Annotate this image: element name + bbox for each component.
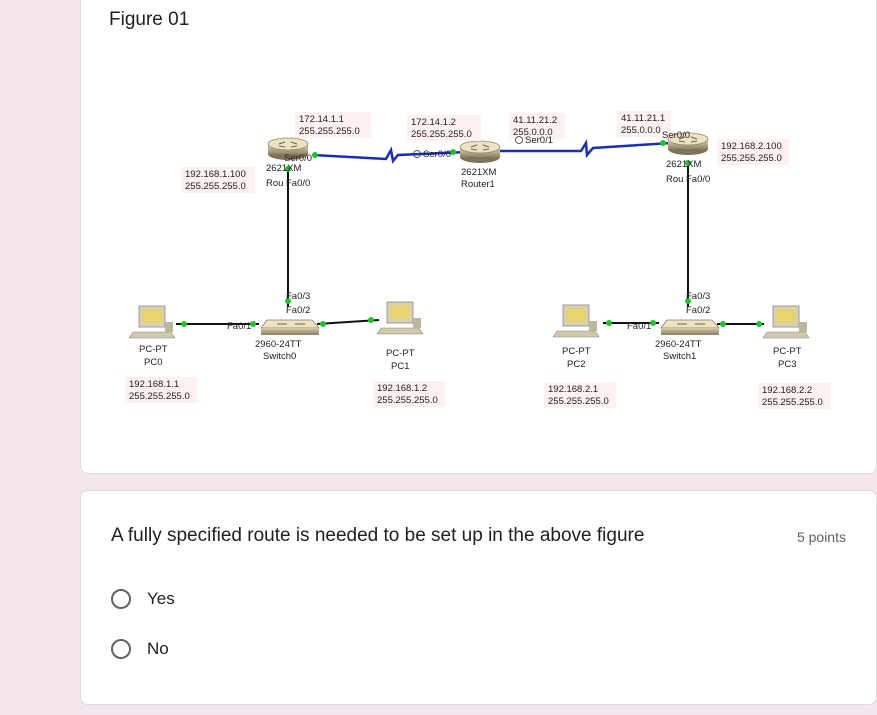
question-text: A fully specified route is needed to be … [111, 525, 645, 546]
mask-label: 255.255.255.0 [721, 153, 782, 164]
figure-title: Figure 01 [109, 9, 190, 30]
port-label: Fa0/1 [627, 321, 651, 332]
router1-icon[interactable] [459, 140, 501, 163]
pc0-name: PC0 [144, 357, 162, 368]
port-label: Fa0/3 [286, 291, 310, 302]
pc2-icon[interactable] [552, 304, 600, 338]
pc0-icon[interactable] [128, 305, 176, 339]
pc2-name: PC2 [567, 359, 585, 370]
port-label: Ser0/0 [423, 149, 451, 160]
pc0-mask: 255.255.255.0 [129, 391, 190, 402]
switch0-name: Switch0 [263, 351, 296, 362]
router2-name: Rou [666, 174, 683, 185]
option-no[interactable]: No [111, 639, 169, 659]
serial-link-r1-r2 [493, 139, 672, 159]
pc3-ip: 192.168.2.2 [762, 385, 812, 396]
router1-model: 2621XM [461, 167, 496, 178]
port-label: Fa0/2 [686, 305, 710, 316]
switch0-model: 2960-24TT [255, 339, 302, 350]
pc0-ip: 192.168.1.1 [129, 379, 179, 390]
mask-label: 255.0.0.0 [513, 127, 553, 138]
port-label: Fa0/1 [227, 321, 251, 332]
option-yes[interactable]: Yes [111, 589, 175, 609]
pc1-icon[interactable] [376, 301, 424, 335]
router2-icon[interactable] [667, 132, 709, 155]
port-label: Fa0/0 [286, 178, 310, 189]
router0-model: 2621XM [266, 163, 301, 174]
pc3-mask: 255.255.255.0 [762, 397, 823, 408]
ip-label: 41.11.21.1 [621, 113, 665, 124]
pc1-type: PC-PT [386, 348, 415, 359]
port-label: Ser0/0 [284, 153, 312, 164]
pc2-type: PC-PT [562, 346, 591, 357]
ip-label: 192.168.1.100 [185, 169, 246, 180]
router2-model: 2621XM [666, 159, 701, 170]
ip-label: 172.14.1.1 [299, 114, 344, 125]
mask-label: 255.255.255.0 [299, 126, 360, 137]
switch0-icon[interactable] [260, 319, 320, 335]
port-label: Fa0/0 [686, 174, 710, 185]
pc2-ip: 192.168.2.1 [548, 384, 598, 395]
option-label: Yes [147, 589, 175, 608]
mask-label: 255.255.255.0 [411, 129, 472, 140]
router0-icon[interactable] [267, 137, 309, 160]
pc1-ip: 192.168.1.2 [377, 383, 427, 394]
port-label: Fa0/3 [686, 291, 710, 302]
pc0-type: PC-PT [139, 344, 168, 355]
port-label: Ser0/1 [525, 135, 553, 146]
pc1-name: PC1 [391, 361, 409, 372]
pc3-icon[interactable] [762, 305, 810, 339]
pc3-type: PC-PT [773, 346, 802, 357]
port-label: Fa0/2 [286, 305, 310, 316]
option-label: No [147, 639, 169, 658]
pc2-mask: 255.255.255.0 [548, 396, 609, 407]
radio-button[interactable] [111, 589, 131, 609]
question-card: A fully specified route is needed to be … [80, 490, 877, 705]
pc3-name: PC3 [778, 359, 796, 370]
serial-link-r0-r1 [312, 146, 468, 164]
ip-label: 172.14.1.2 [411, 117, 456, 128]
switch1-icon[interactable] [660, 319, 720, 335]
mask-label: 255.0.0.0 [621, 125, 661, 136]
port-label: Ser0/0 [662, 130, 690, 141]
router0-name: Rou [266, 178, 283, 189]
radio-button[interactable] [111, 639, 131, 659]
router1-name: Router1 [461, 179, 495, 190]
ip-label: 41.11.21.2 [513, 115, 557, 126]
network-diagram: 172.14.1.1 255.255.255.0 172.14.1.2 255.… [125, 111, 830, 409]
switch1-model: 2960-24TT [655, 339, 702, 350]
points-label: 5 points [796, 529, 846, 545]
clock-icon [515, 136, 523, 144]
mask-label: 255.255.255.0 [185, 181, 246, 192]
figure-card: Figure 01 [80, 0, 877, 474]
switch1-name: Switch1 [663, 351, 696, 362]
clock-icon [413, 150, 421, 158]
ip-label: 192.168.2.100 [721, 141, 782, 152]
pc1-mask: 255.255.255.0 [377, 395, 438, 406]
